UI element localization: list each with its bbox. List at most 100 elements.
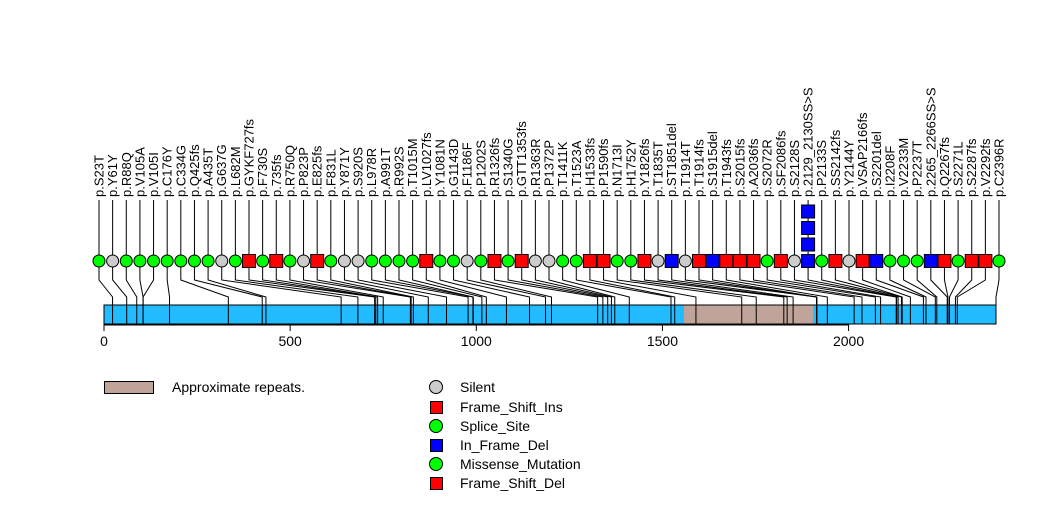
mutation-label: p.H1533fs	[582, 137, 597, 197]
mutation-marker-square	[310, 254, 325, 268]
mutation-label: p.S1915del	[705, 131, 720, 197]
mutation-label: p.S2271L	[951, 141, 966, 197]
mutation-marker-circle	[160, 254, 174, 268]
mutation-label: p.F831L	[323, 149, 338, 197]
mutation-marker-circle	[787, 254, 801, 268]
mutation-marker-square	[419, 254, 434, 268]
mutation-label: p.S920S	[351, 147, 366, 197]
mutation-connector	[657, 200, 788, 324]
repeat-region	[684, 305, 814, 324]
legend-label-missense-mutation: Missense_Mutation	[460, 456, 581, 472]
mutation-label: p.P1372P	[542, 140, 557, 197]
mutation-marker-square	[801, 237, 816, 252]
mutation-connector	[425, 200, 487, 324]
x-tick-label: 2000	[833, 333, 864, 349]
mutation-label: p.R992S	[392, 146, 407, 197]
mutation-connector	[180, 200, 229, 324]
mutation-marker-square	[801, 254, 816, 268]
mutation-connector	[766, 200, 876, 324]
mutation-marker-circle	[378, 254, 392, 268]
mutation-marker-square	[242, 254, 256, 268]
mutation-connector	[671, 200, 794, 324]
mutation-connector	[848, 200, 903, 324]
mutation-marker-square	[487, 254, 502, 268]
mutation-connector	[712, 200, 818, 324]
mutation-connector	[903, 200, 936, 324]
mutation-label: p.SF2086fs	[773, 130, 788, 197]
mutation-marker-circle	[624, 254, 638, 268]
mutation-label: p.Y871Y	[337, 147, 352, 197]
mutation-connector	[930, 200, 948, 324]
x-tick-label: 1000	[461, 333, 492, 349]
mutation-label: p.P1202S	[473, 140, 488, 197]
mutation-connector	[753, 200, 863, 324]
mutation-connector	[875, 200, 924, 324]
mutation-label: p.T1411K	[555, 141, 570, 197]
mutation-connector	[207, 200, 267, 324]
mutation-label: p.A991T	[378, 148, 393, 197]
mutation-label: p.Q2267fs	[937, 137, 952, 197]
mutation-connector	[739, 200, 855, 324]
mutation-connector	[480, 200, 552, 324]
mutation-connector	[780, 200, 882, 324]
mutation-marker-circle	[951, 254, 965, 268]
mutation-label: p.V2233M	[896, 138, 911, 197]
mutation-marker-square	[978, 254, 993, 268]
mutation-label: p.Q425fs	[187, 144, 202, 197]
mutation-marker-circle	[501, 254, 515, 268]
mutation-connector	[289, 200, 384, 324]
mutation-label: p.E825fs	[310, 145, 325, 197]
legend-splice-site-circle-icon	[429, 419, 443, 433]
mutation-marker-circle	[910, 254, 924, 268]
legend-frame-shift-ins-square-icon	[430, 401, 443, 414]
mutation-label: p.L978R	[364, 148, 379, 197]
mutation-label: p.G1143D	[446, 139, 461, 197]
mutation-label: p.P2237T	[910, 141, 925, 197]
mutation-marker-circle	[215, 254, 229, 268]
mutation-marker-circle	[392, 254, 406, 268]
mutation-marker-circle	[337, 254, 351, 268]
mutation-label: p.H1752Y	[623, 139, 638, 197]
mutation-marker-circle	[119, 254, 133, 268]
mutation-connector	[453, 200, 531, 324]
legend-label-frame-shift-ins: Frame_Shift_Ins	[460, 399, 563, 415]
mutation-marker-circle	[406, 254, 420, 268]
mutation-label: p.S1340G	[501, 138, 516, 197]
mutation-label: p.V2292fs	[978, 138, 993, 197]
mutation-label: p.S2072R	[760, 139, 775, 197]
mutation-label: p.A435T	[201, 148, 216, 197]
mutation-connector	[562, 200, 630, 324]
mutation-label: p.C2396R	[992, 138, 1007, 197]
legend-in-frame-del-square-icon	[430, 439, 443, 452]
mutation-marker-circle	[556, 254, 570, 268]
mutation-marker-square	[828, 254, 843, 268]
mutation-label: p.S2015fs	[732, 138, 747, 197]
mutation-marker-square	[664, 254, 679, 268]
mutation-marker-circle	[460, 254, 474, 268]
mutation-connector	[142, 200, 155, 324]
mutation-marker-circle	[651, 254, 665, 268]
mutation-marker-circle	[106, 254, 120, 268]
mutation-label: p.F730S	[255, 148, 270, 197]
mutation-marker-square	[637, 254, 652, 268]
mutation-connector	[98, 200, 114, 324]
mutation-connector	[166, 200, 171, 324]
mutation-marker-circle	[365, 254, 379, 268]
x-tick-label: 1500	[647, 333, 678, 349]
mutation-marker-circle	[92, 254, 106, 268]
mutation-marker-circle	[133, 254, 147, 268]
mutation-label: p.GYKF727fs	[242, 118, 257, 197]
mutation-marker-circle	[542, 254, 556, 268]
mutation-marker-circle	[569, 254, 583, 268]
mutation-connector	[371, 200, 469, 324]
mutation-connector	[995, 200, 1000, 324]
mutation-connector	[221, 200, 342, 324]
legend-silent-circle-icon	[429, 380, 443, 394]
mutation-connector	[275, 200, 379, 324]
mutation-connector	[630, 200, 757, 324]
mutation-label: p.S2287fs	[964, 138, 979, 197]
mutation-connector	[943, 200, 949, 324]
legend-repeat-swatch	[104, 381, 154, 394]
mutation-marker-circle	[324, 254, 338, 268]
